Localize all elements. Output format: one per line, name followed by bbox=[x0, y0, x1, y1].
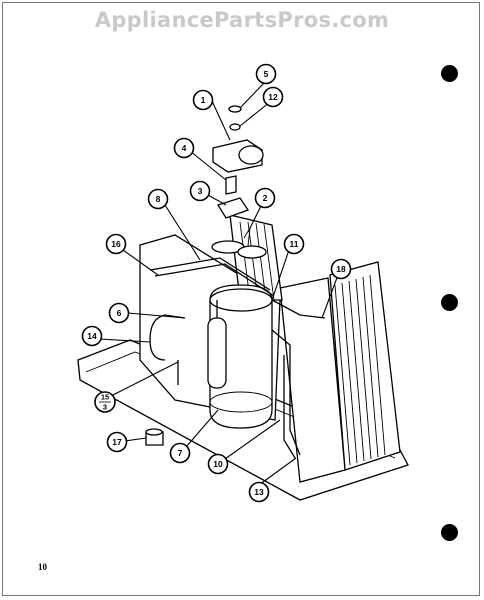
binder-hole-middle bbox=[441, 294, 458, 311]
callout-15-bottom-label: 3 bbox=[103, 403, 107, 412]
callout-2: 2 bbox=[254, 187, 276, 209]
callout-15-top-label: 15 bbox=[101, 393, 109, 402]
callout-1-label: 1 bbox=[201, 95, 206, 105]
callout-16: 16 bbox=[105, 233, 127, 255]
terminal-cover-assembly bbox=[211, 105, 267, 259]
callout-2-label: 2 bbox=[263, 193, 268, 203]
callout-10-label: 10 bbox=[213, 459, 223, 469]
callout-10: 10 bbox=[207, 453, 229, 475]
callout-4-label: 4 bbox=[182, 143, 187, 153]
callout-14-label: 14 bbox=[87, 331, 97, 341]
callout-16-label: 16 bbox=[111, 239, 121, 249]
callout-3: 3 bbox=[189, 180, 211, 202]
callout-17: 17 bbox=[106, 431, 128, 453]
callout-7-label: 7 bbox=[178, 448, 183, 458]
condenser-coil bbox=[279, 261, 401, 483]
callout-3-label: 3 bbox=[198, 186, 203, 196]
binder-hole-bottom bbox=[441, 524, 458, 541]
refrigerant-tubing bbox=[149, 257, 326, 459]
accumulator bbox=[207, 300, 227, 389]
mounting-grommet bbox=[145, 428, 164, 446]
callout-17-label: 17 bbox=[112, 437, 122, 447]
callout-5: 5 bbox=[255, 63, 277, 85]
callout-12-label: 12 bbox=[268, 92, 278, 102]
callout-11: 11 bbox=[283, 233, 305, 255]
callout-14: 14 bbox=[81, 325, 103, 347]
callout-6: 6 bbox=[108, 302, 130, 324]
page-number: 10 bbox=[38, 562, 47, 572]
callout-7: 7 bbox=[169, 442, 191, 464]
callout-13: 13 bbox=[248, 481, 270, 503]
callout-18-label: 18 bbox=[336, 264, 346, 274]
callout-13-label: 13 bbox=[254, 487, 264, 497]
binder-hole-top bbox=[441, 65, 458, 82]
callout-8-label: 8 bbox=[156, 194, 161, 204]
callout-5-label: 5 bbox=[264, 69, 269, 79]
callout-8: 8 bbox=[147, 188, 169, 210]
callout-6-label: 6 bbox=[117, 308, 122, 318]
callout-15-3: 15 3 bbox=[94, 391, 116, 413]
callout-12: 12 bbox=[262, 86, 284, 108]
callout-11-label: 11 bbox=[290, 239, 299, 249]
callout-1: 1 bbox=[192, 89, 214, 111]
page-border bbox=[2, 2, 480, 596]
callout-18: 18 bbox=[330, 258, 352, 280]
callout-4: 4 bbox=[173, 137, 195, 159]
watermark: AppliancePartsPros.com bbox=[94, 8, 390, 32]
